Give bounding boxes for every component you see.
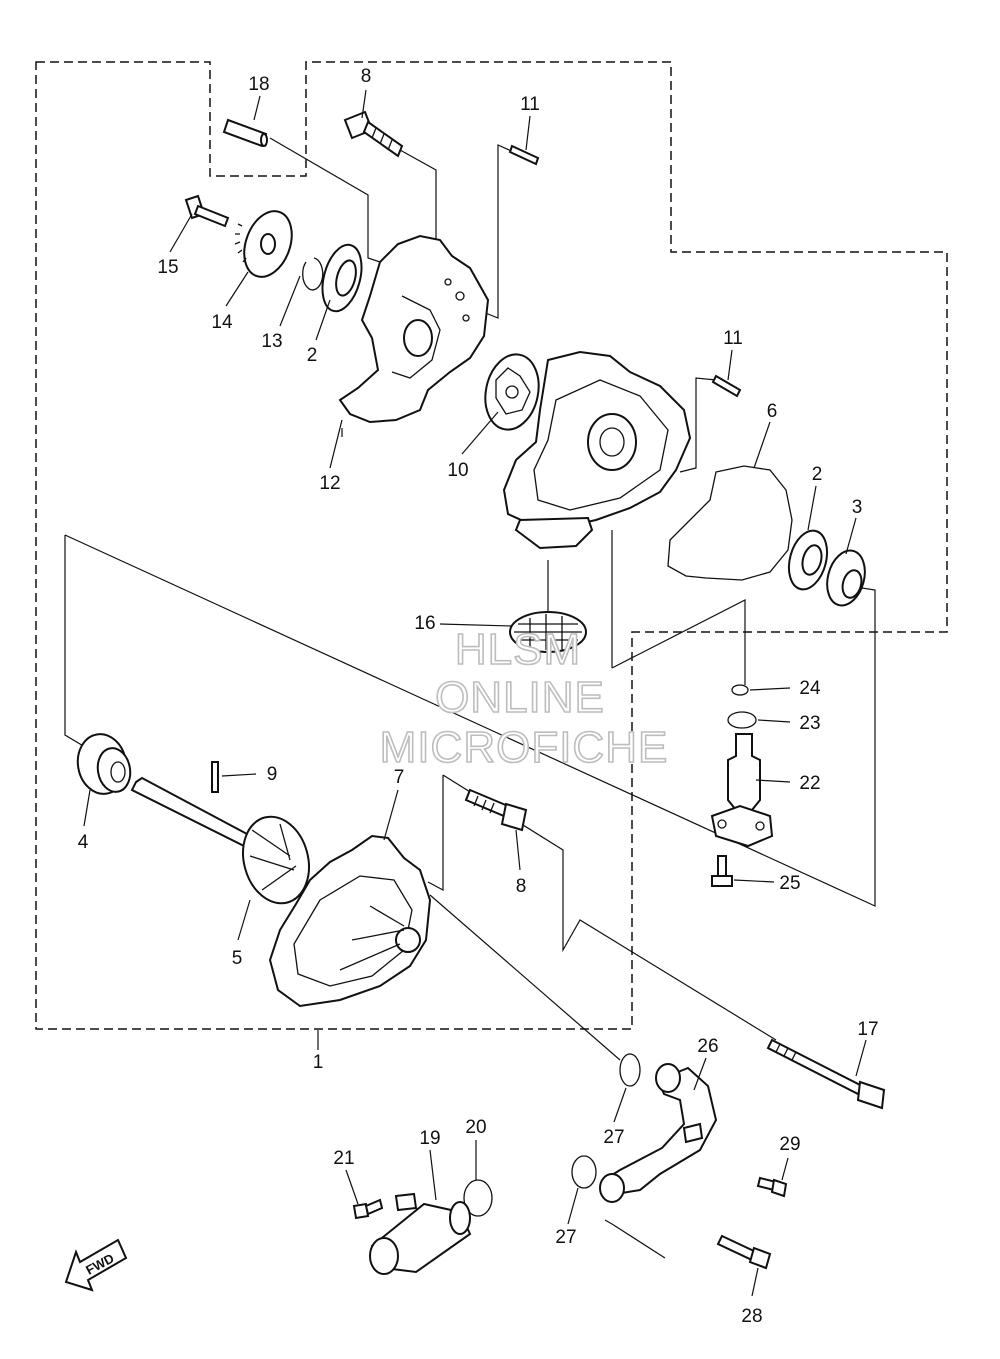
callout-14: 14: [211, 312, 233, 333]
part-9-pin: [211, 761, 219, 793]
part-2-bearing-right: [787, 529, 829, 591]
callout-16: 16: [414, 613, 435, 634]
part-4-oil-seal: [76, 733, 132, 795]
callout-20: 20: [465, 1117, 486, 1138]
part-10-rotor: [484, 353, 540, 431]
callout-7: 7: [394, 767, 405, 788]
part-17-long-bolt: [766, 1038, 886, 1110]
part-8-bolt-top: [343, 110, 404, 158]
callout-2-left: 2: [307, 345, 318, 366]
part-26-pipe: [599, 1063, 718, 1203]
assembly-boundaries: [35, 61, 948, 1030]
callout-17: 17: [857, 1019, 878, 1040]
callout-25: 25: [779, 873, 800, 894]
callout-10: 10: [447, 460, 468, 481]
callout-11-top: 11: [520, 94, 540, 115]
callout-5: 5: [232, 948, 243, 969]
callout-6: 6: [767, 401, 778, 422]
part-2-bearing-left: [321, 243, 363, 313]
part-oil-pump-cover: [502, 350, 692, 550]
part-24-oring-small: [731, 684, 749, 696]
part-22-shaft: [710, 733, 774, 848]
callout-8-top: 8: [361, 66, 372, 87]
callout-29: 29: [779, 1134, 800, 1155]
part-25-screw: [711, 855, 733, 887]
callout-3: 3: [852, 497, 863, 518]
part-impeller-shaft: [130, 776, 264, 854]
part-11-pin-top: [508, 144, 540, 166]
callout-26: 26: [697, 1036, 718, 1057]
callout-12: 12: [319, 473, 340, 494]
callout-27-lower: 27: [555, 1227, 576, 1248]
part-28-bolt: [716, 1234, 772, 1270]
callout-1: 1: [313, 1052, 324, 1073]
watermark: HLSM ONLINE MICROFICHE: [379, 624, 669, 773]
part-27-oring-upper: [619, 1053, 641, 1087]
callout-11-right: 11: [723, 328, 743, 349]
part-16-strainer: [509, 611, 587, 653]
part-27-oring-lower: [571, 1155, 597, 1189]
part-5-impeller: [242, 815, 310, 905]
callout-22: 22: [799, 773, 820, 794]
watermark-line-2: ONLINE: [435, 673, 605, 722]
part-7-water-pump-housing: [268, 834, 432, 1008]
part-19-pipe-joint: [369, 1192, 472, 1275]
assembly-lines: [64, 137, 876, 1259]
callout-23: 23: [799, 713, 820, 734]
part-14-gear: [234, 210, 293, 278]
callout-15: 15: [157, 257, 178, 278]
part-20-oring: [463, 1179, 493, 1217]
part-3-oil-seal: [826, 549, 866, 607]
callout-4: 4: [78, 832, 89, 853]
callout-13: 13: [261, 331, 282, 352]
callout-27-upper: 27: [603, 1127, 624, 1148]
part-13-circlip: [302, 257, 324, 291]
part-11-pin-right: [711, 374, 742, 398]
callout-18: 18: [248, 74, 269, 95]
watermark-line-3: MICROFICHE: [380, 723, 669, 772]
callout-8-bottom: 8: [516, 876, 527, 897]
fwd-arrow-icon: FWD: [64, 1238, 128, 1292]
part-21-bolt: [352, 1198, 384, 1220]
part-18-dowel-pin: [222, 118, 268, 148]
callout-labels: 18 8 11 15 14 13 2 12 10 11 6 2 3 16 24 …: [78, 66, 879, 1327]
part-12-oil-pump-housing: [338, 234, 490, 424]
callout-9: 9: [267, 764, 278, 785]
callout-19: 19: [419, 1128, 440, 1149]
part-8-bolt-bottom: [464, 788, 528, 832]
callout-24: 24: [799, 678, 821, 699]
part-15-bolt: [184, 194, 230, 228]
part-29-bolt: [756, 1176, 788, 1198]
callout-21: 21: [333, 1148, 354, 1169]
part-6-gasket: [667, 465, 793, 581]
part-23-oring: [727, 711, 757, 729]
callout-28: 28: [741, 1306, 762, 1327]
callout-2-right: 2: [812, 464, 823, 485]
watermark-line-1: HLSM: [455, 625, 581, 674]
callout-leaders: [83, 89, 867, 1297]
